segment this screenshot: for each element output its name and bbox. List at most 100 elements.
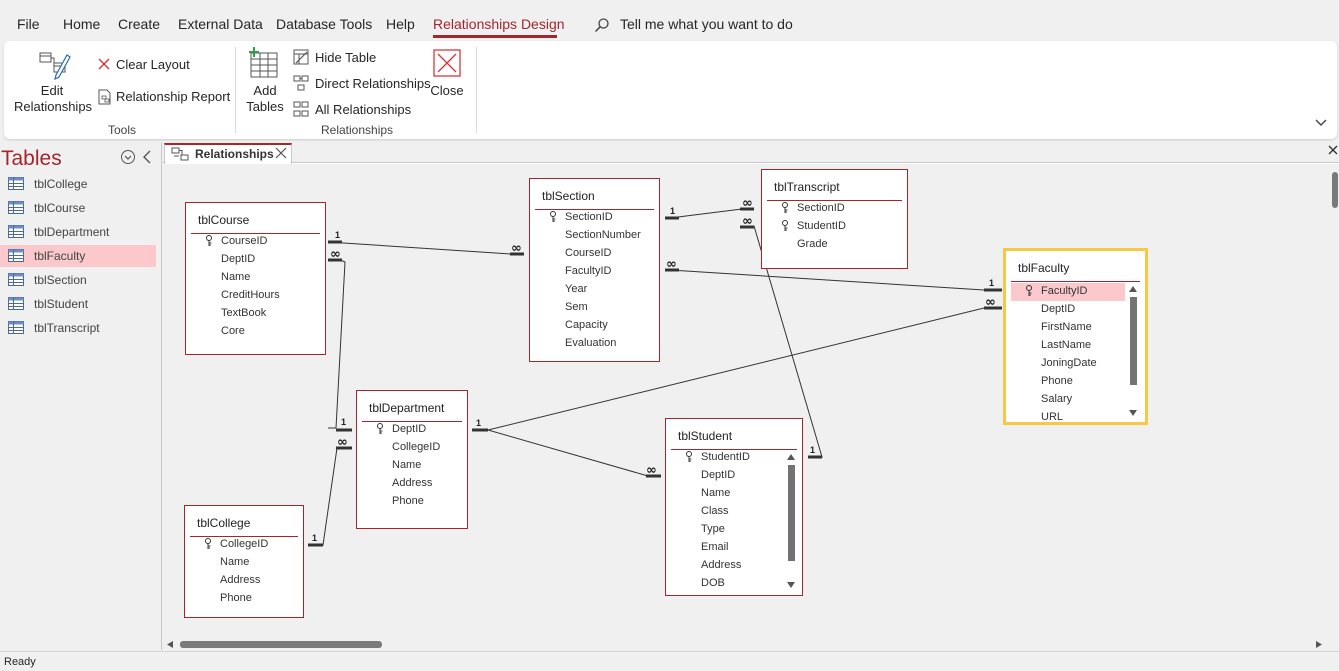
rel-many-label: ∞ xyxy=(985,295,996,310)
close-document-icon[interactable] xyxy=(1328,145,1338,155)
field-row[interactable]: DOB xyxy=(671,575,781,593)
field-row[interactable]: Address xyxy=(190,572,298,590)
field-row[interactable]: JoningDate xyxy=(1011,355,1125,373)
field-row[interactable]: Phone xyxy=(190,590,298,608)
field-row[interactable]: Evaluation xyxy=(535,335,654,353)
nav-item-tblsection[interactable]: tblSection xyxy=(0,269,156,291)
menu-external-data[interactable]: External Data xyxy=(178,16,263,32)
scroll-thumb[interactable] xyxy=(180,641,382,648)
close-relationships-button[interactable]: Close xyxy=(428,47,466,99)
scroll-up-icon[interactable] xyxy=(1128,285,1138,293)
field-row[interactable]: Address xyxy=(362,475,462,493)
edit-relationships-label-2: Relationships xyxy=(14,99,93,114)
nav-item-tblfaculty[interactable]: tblFaculty xyxy=(0,245,156,267)
field-name: Phone xyxy=(1041,375,1073,387)
field-row[interactable]: Address xyxy=(671,557,781,575)
chevron-down-icon[interactable] xyxy=(1315,119,1327,127)
field-row[interactable]: Capacity xyxy=(535,317,654,335)
menu-create[interactable]: Create xyxy=(118,16,161,32)
field-row[interactable]: Type xyxy=(671,521,781,539)
field-row[interactable]: StudentID xyxy=(671,449,781,467)
canvas-vertical-scrollbar[interactable] xyxy=(1330,164,1339,638)
relationships-canvas[interactable]: 1 1 1 1 1 1 1 ∞ ∞ ∞ ∞ ∞ ∞ ∞ ∞ tblCourse xyxy=(162,164,1339,650)
menu-file[interactable]: File xyxy=(17,16,40,32)
field-name: Name xyxy=(221,271,251,283)
add-tables-button[interactable]: Add Tables xyxy=(244,47,286,117)
field-row[interactable]: LastName xyxy=(1011,337,1125,355)
field-row[interactable]: Year xyxy=(535,281,654,299)
field-row[interactable]: Name xyxy=(190,554,298,572)
field-row[interactable]: StudentID xyxy=(767,218,902,236)
edit-relationships-button[interactable]: Edit Relationships xyxy=(14,47,93,117)
field-list-scrollbar[interactable] xyxy=(1127,283,1139,419)
table-tblfaculty[interactable]: tblFaculty FacultyID DeptID FirstName La… xyxy=(1003,248,1148,425)
field-row[interactable]: CollegeID xyxy=(190,536,298,554)
nav-item-tbltranscript[interactable]: tblTranscript xyxy=(0,317,156,339)
scroll-down-icon[interactable] xyxy=(1128,409,1138,417)
field-row[interactable]: DeptID xyxy=(671,467,781,485)
nav-item-tblcollege[interactable]: tblCollege xyxy=(0,173,156,195)
field-row[interactable]: DeptID xyxy=(362,421,462,439)
nav-item-tblcourse[interactable]: tblCourse xyxy=(0,197,156,219)
primary-key-icon xyxy=(206,235,212,246)
close-icon[interactable] xyxy=(275,147,287,159)
field-row[interactable]: TextBook xyxy=(191,305,320,323)
table-tblsection[interactable]: tblSection SectionID SectionNumber Cours… xyxy=(529,178,660,362)
scroll-up-icon[interactable] xyxy=(786,453,796,461)
table-tblstudent[interactable]: tblStudent StudentID DeptID Name Class T… xyxy=(665,418,803,596)
field-name: Phone xyxy=(220,592,252,604)
field-row[interactable]: CreditHours xyxy=(191,287,320,305)
field-row[interactable]: FacultyID xyxy=(535,263,654,281)
menu-help[interactable]: Help xyxy=(386,16,415,32)
table-tbltranscript[interactable]: tblTranscript SectionID StudentID Grade xyxy=(761,169,908,269)
menu-relationships-design[interactable]: Relationships Design xyxy=(433,16,565,32)
scroll-thumb[interactable] xyxy=(788,465,795,561)
menu-database-tools[interactable]: Database Tools xyxy=(276,16,373,32)
scroll-left-icon[interactable] xyxy=(166,640,174,649)
primary-key-icon xyxy=(782,202,788,213)
field-row[interactable]: Name xyxy=(671,485,781,503)
field-row[interactable]: FirstName xyxy=(1011,319,1125,337)
field-row[interactable]: Grade xyxy=(767,236,902,254)
field-row[interactable]: Name xyxy=(191,269,320,287)
scroll-down-icon[interactable] xyxy=(786,581,796,589)
chevron-left-icon[interactable] xyxy=(142,150,152,164)
field-row[interactable]: URL xyxy=(1011,409,1125,421)
field-name: Type xyxy=(701,523,725,535)
table-tblcollege[interactable]: tblCollege CollegeID Name Address Phone xyxy=(184,505,304,618)
scroll-thumb[interactable] xyxy=(1332,172,1338,208)
nav-menu-dropdown-icon[interactable] xyxy=(120,149,136,165)
field-row[interactable]: Phone xyxy=(1011,373,1125,391)
table-tblcourse[interactable]: tblCourse CourseID DeptID Name CreditHou… xyxy=(185,202,326,355)
field-row[interactable]: CollegeID xyxy=(362,439,462,457)
canvas-horizontal-scrollbar[interactable] xyxy=(162,638,1339,650)
field-name: Address xyxy=(701,559,742,571)
field-row[interactable]: Core xyxy=(191,323,320,341)
scroll-right-icon[interactable] xyxy=(1315,640,1323,649)
field-row[interactable]: CourseID xyxy=(191,233,320,251)
field-row-selected[interactable]: FacultyID xyxy=(1011,283,1125,301)
title-divider xyxy=(1011,281,1140,282)
field-row[interactable]: DeptID xyxy=(1011,301,1125,319)
field-row[interactable]: Phone xyxy=(362,493,462,511)
field-row[interactable]: Salary xyxy=(1011,391,1125,409)
menu-home[interactable]: Home xyxy=(63,16,101,32)
tab-relationships[interactable]: Relationships xyxy=(164,143,292,164)
field-list-scrollbar[interactable] xyxy=(785,451,797,591)
document-area: Relationships xyxy=(161,143,1339,650)
field-row[interactable]: CourseID xyxy=(535,245,654,263)
field-row[interactable]: Sem xyxy=(535,299,654,317)
field-row[interactable]: Email xyxy=(671,539,781,557)
title-divider xyxy=(362,421,462,422)
field-row[interactable]: SectionID xyxy=(535,209,654,227)
field-row[interactable]: SectionNumber xyxy=(535,227,654,245)
nav-item-tblstudent[interactable]: tblStudent xyxy=(0,293,156,315)
nav-item-tbldepartment[interactable]: tblDepartment xyxy=(0,221,156,243)
table-tbldepartment[interactable]: tblDepartment DeptID CollegeID Name Addr… xyxy=(356,390,468,529)
add-tables-label-2: Tables xyxy=(246,99,284,114)
scroll-thumb[interactable] xyxy=(1130,297,1137,385)
field-row[interactable]: Name xyxy=(362,457,462,475)
field-row[interactable]: DeptID xyxy=(191,251,320,269)
field-row[interactable]: SectionID xyxy=(767,200,902,218)
field-row[interactable]: Class xyxy=(671,503,781,521)
